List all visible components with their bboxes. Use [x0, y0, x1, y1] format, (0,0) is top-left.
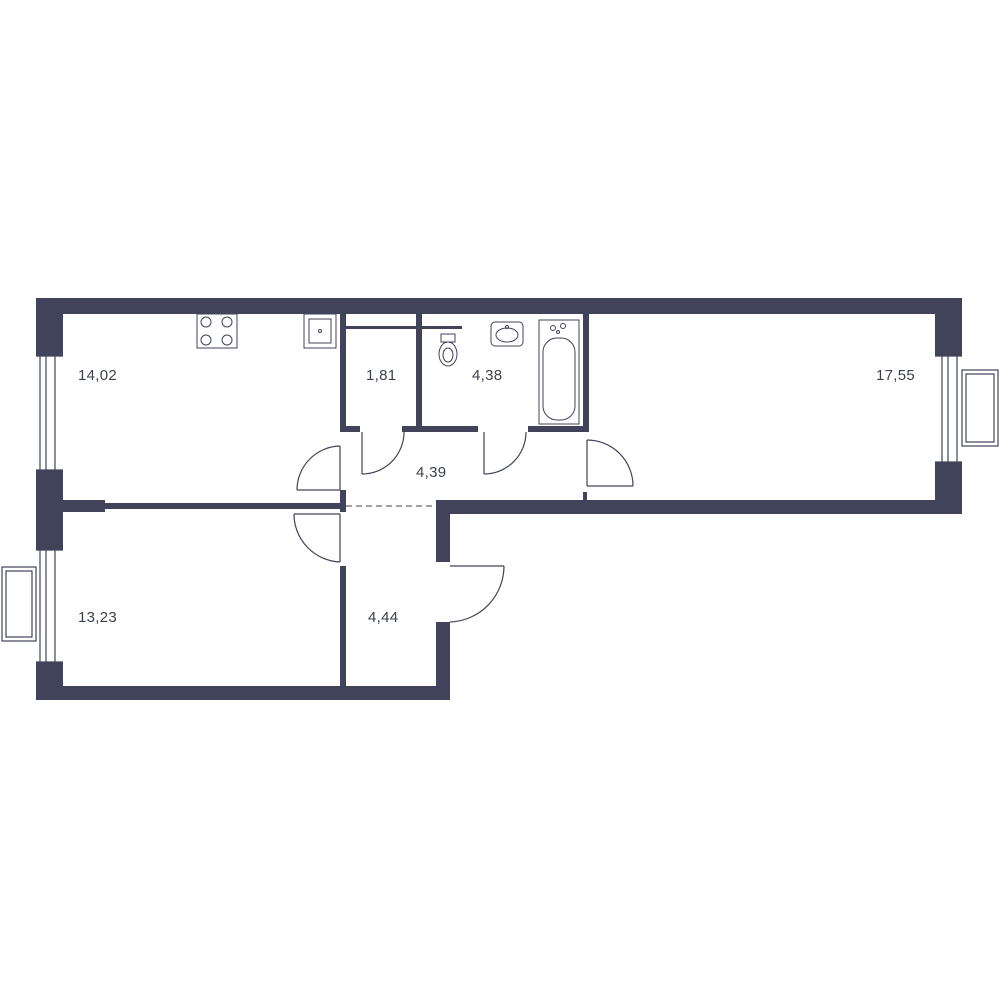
living-room-area-label: 17,55 [876, 367, 916, 384]
bedroom-area-label: 13,23 [78, 609, 118, 626]
storage-area-label: 1,81 [366, 367, 397, 384]
inner-walls [63, 314, 589, 686]
entrance-hall-area-label: 4,44 [368, 609, 399, 626]
door-living [586, 439, 634, 487]
door-bedroom [293, 513, 341, 563]
window-bedroom [36, 549, 63, 663]
bathtub-icon [538, 319, 580, 425]
door-kitchen [296, 445, 341, 491]
balcony-living [961, 369, 999, 447]
balcony-bedroom [1, 566, 37, 642]
washbasin-icon [490, 321, 524, 347]
kitchen-area-label: 14,02 [78, 367, 118, 384]
kitchen-sink-icon [303, 313, 337, 349]
window-kitchen [36, 355, 63, 471]
door-bathroom [483, 431, 527, 475]
outer-walls [36, 298, 962, 700]
door-entrance [449, 565, 505, 623]
door-storage [361, 431, 405, 475]
bathroom-area-label: 4,38 [472, 367, 503, 384]
toilet-icon [438, 333, 458, 367]
hallway-area-label: 4,39 [416, 464, 447, 481]
stove-icon [196, 313, 238, 349]
window-living [935, 355, 962, 463]
